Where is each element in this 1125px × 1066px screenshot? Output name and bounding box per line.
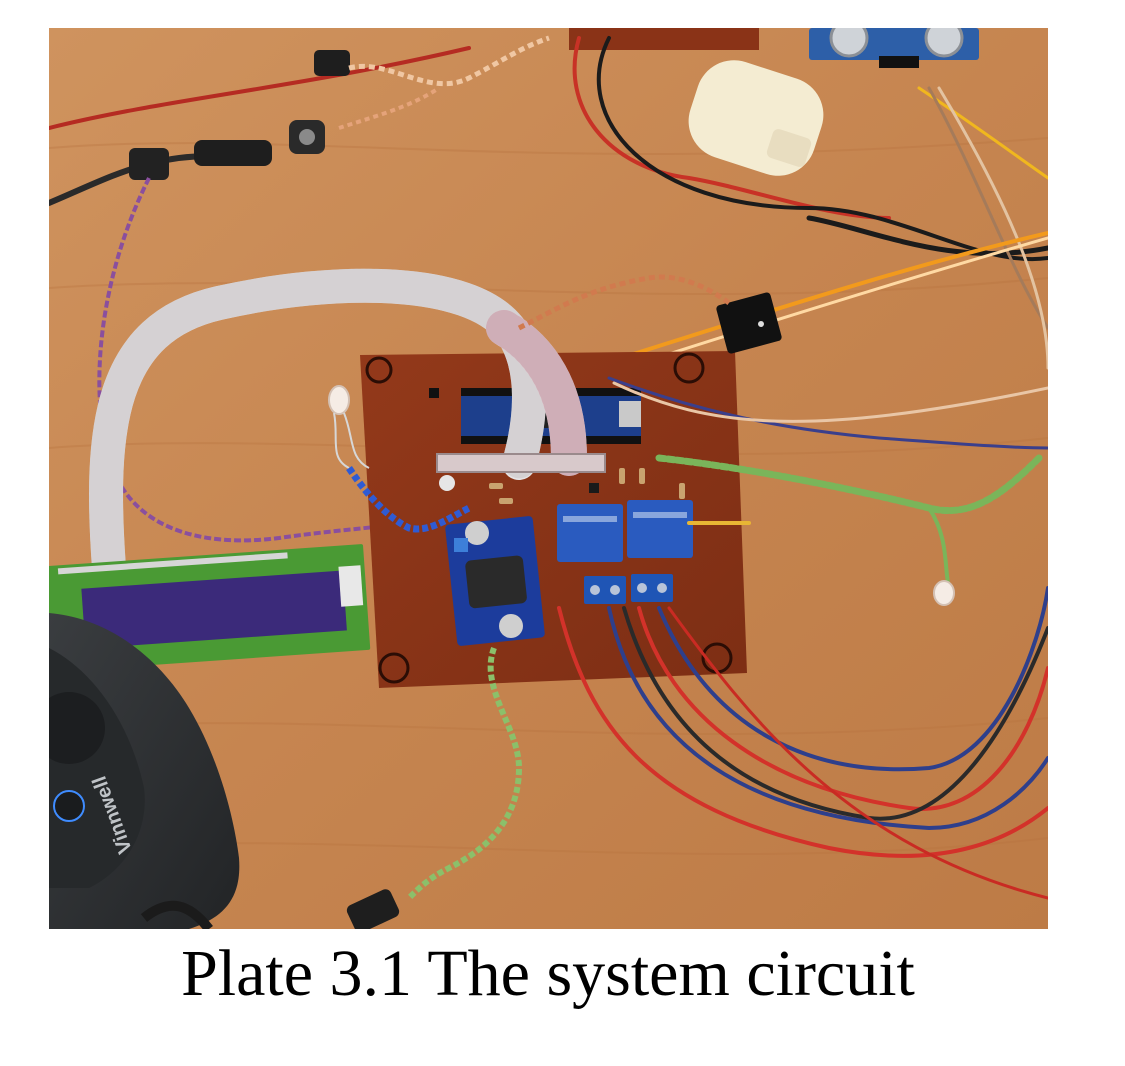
terminal-blocks [584,574,673,604]
twisted-wire-left [97,177,430,543]
twisted-pair-top-2 [338,86,441,130]
relay-modules [557,500,693,562]
power-button-icon [53,790,85,822]
rocker-switch [716,292,782,354]
figure-caption: Plate 3.1 The system circuit [181,937,915,1010]
twisted-pair-top [348,35,550,87]
blue-twisted-wire [346,466,471,533]
right-wires [557,376,1048,900]
secondary-board [569,28,759,50]
twisted-wire-switch [517,274,731,331]
led-white [328,385,370,469]
dc-jacks [129,50,350,180]
green-twisted-wire [406,646,523,901]
buck-converter [445,516,545,646]
ribbon-connector [436,453,606,473]
ribbon-cable [89,268,587,585]
led-right [933,580,955,606]
ultrasonic-sensor [809,28,979,68]
dc-jack-bottom [346,889,400,929]
power-bank: Vinnwell [49,613,240,929]
lcd-display [49,544,371,672]
circuit-photo: Vinnwell [49,28,1048,929]
water-pump [688,60,824,176]
small-components [429,388,685,504]
